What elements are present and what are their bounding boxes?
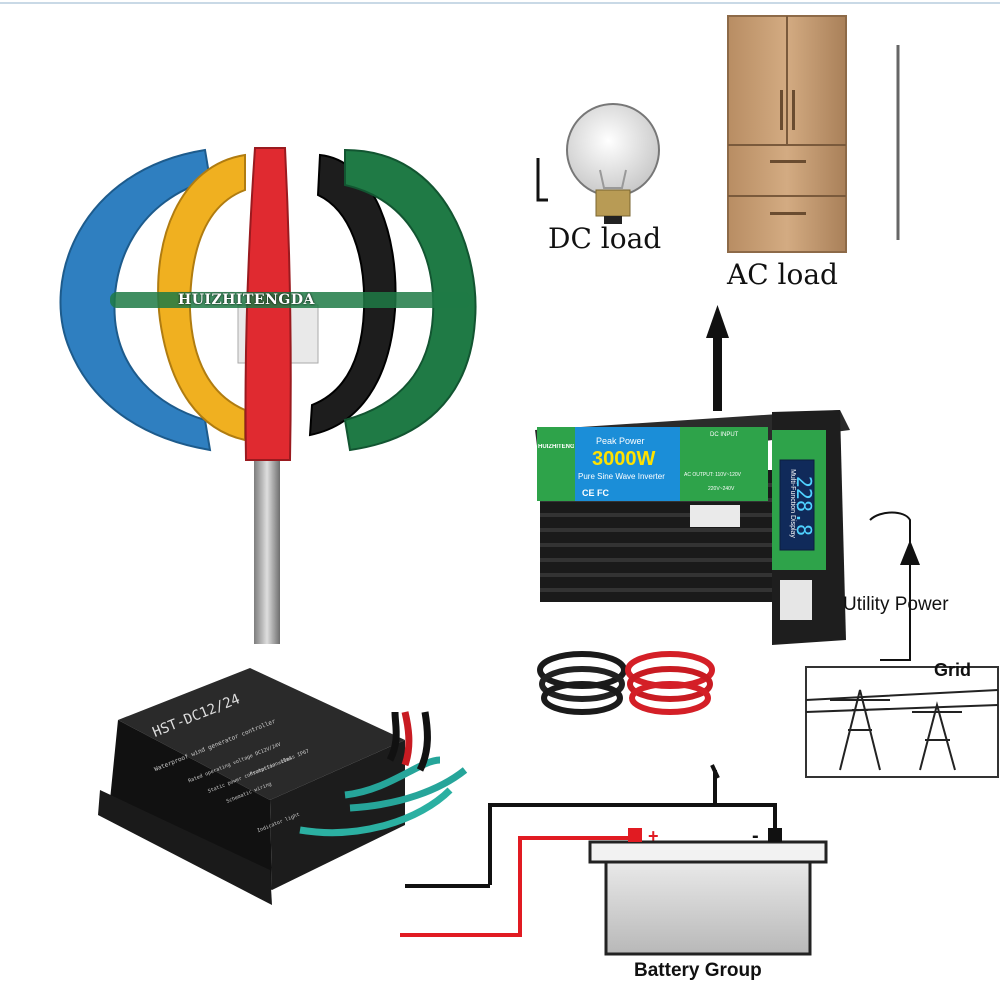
battery-icon: + -	[588, 825, 828, 956]
turbine-pole	[254, 448, 280, 644]
utility-power-label: Utility Power	[843, 594, 949, 615]
utility-arrow	[869, 511, 920, 661]
wind-controller	[98, 668, 468, 905]
arrow-up-icon	[706, 305, 729, 411]
inverter-wattage: 3000W	[592, 448, 656, 470]
wind-turbine	[59, 147, 477, 644]
blade-black	[308, 153, 397, 437]
svg-text:+: +	[648, 826, 659, 846]
inverter-dc-input: DC INPUT	[710, 432, 739, 438]
inverter-ac-output: AC OUTPUT: 110V~120V	[684, 472, 742, 478]
blade-green	[343, 148, 477, 452]
battery-wiring	[400, 764, 777, 937]
brand-watermark: HUIZHITENGDA	[178, 292, 315, 308]
svg-text:-: -	[752, 825, 759, 847]
dc-load-label: DC load	[548, 222, 662, 255]
ac-load-label: AC load	[727, 258, 838, 291]
fridge-icon	[727, 15, 900, 253]
battery-group-label: Battery Group	[634, 960, 762, 981]
inverter	[535, 410, 850, 645]
inverter-brand: HUIZHITENGDA	[538, 444, 574, 450]
inverter-ac-output-2: 220V~240V	[708, 486, 735, 492]
bulb-icon	[536, 103, 660, 224]
inverter-peak-power: Peak Power	[596, 436, 645, 446]
inverter-product: Pure Sine Wave Inverter	[578, 472, 665, 481]
grid-panel	[805, 666, 999, 778]
top-divider	[0, 2, 1000, 4]
cables	[537, 651, 715, 715]
blade-blue	[59, 148, 212, 452]
grid-label: Grid	[934, 660, 972, 680]
inverter-certs: CE FC	[582, 488, 609, 498]
turbine-arm	[110, 292, 470, 308]
inverter-display-value: 228.8	[792, 475, 817, 537]
